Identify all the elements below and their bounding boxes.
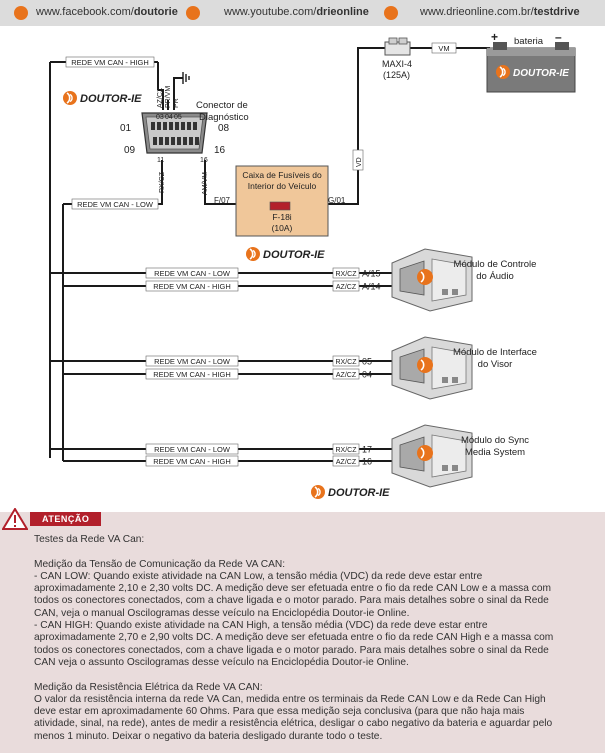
fuse-rating: (10A) xyxy=(272,223,293,233)
module-logo-icon xyxy=(417,269,433,285)
module-high-pin: 16 xyxy=(362,457,372,467)
modules-group: REDE VM CAN - LOW REDE VM CAN - HIGH RX/CZ… xyxy=(145,248,537,488)
connector-title: Conector de xyxy=(196,100,248,111)
module-low-pin: A/15 xyxy=(362,269,381,279)
attention-panel: ATENÇÃO Testes da Rede VA Can: Medição d… xyxy=(0,508,605,753)
website-link[interactable]: www.drieonline.com.br/testdrive xyxy=(420,6,580,18)
facebook-link[interactable]: www.facebook.com/doutorie xyxy=(36,6,178,18)
header-bar: www.facebook.com/doutorie www.youtube.co… xyxy=(0,0,605,26)
maxi-fuse-icon xyxy=(384,37,411,56)
fuse-label: F-18i xyxy=(272,212,291,222)
battery-plus: + xyxy=(491,30,498,44)
pin-05-label: 05 xyxy=(174,114,182,121)
wire-prvm-label: PR/VM xyxy=(165,86,172,108)
wire-vm-label: VM xyxy=(438,44,449,53)
battery-icon xyxy=(486,42,576,93)
wire-rxcz-label: RX/CZ xyxy=(159,171,166,193)
pin-16b-label: 16 xyxy=(200,157,208,164)
module-can-high-label: REDE VM CAN - HIGH xyxy=(153,282,231,291)
svg-text:DOUTOR-IE: DOUTOR-IE xyxy=(263,249,325,261)
wire-amvm-label: AM/VM xyxy=(202,172,209,195)
module-can-low-label: REDE VM CAN - LOW xyxy=(154,445,231,454)
pin-03-label: 03 xyxy=(156,114,164,121)
module-high-wire: AZ/CZ xyxy=(336,284,357,291)
pin-04-label: 04 xyxy=(165,114,173,121)
module-can-low-label: REDE VM CAN - LOW xyxy=(154,357,231,366)
website-icon xyxy=(384,6,398,20)
svg-text:DOUTOR-IE: DOUTOR-IE xyxy=(80,93,142,105)
module-high-pin: A/14 xyxy=(362,282,381,292)
svg-text:DOUTOR-IE: DOUTOR-IE xyxy=(328,487,390,499)
wire-azcz-label: AZ/CZ xyxy=(157,87,164,108)
maxi-fuse-label: MAXI-4 xyxy=(382,59,412,69)
doutor-ie-logo: DOUTOR-IE xyxy=(62,90,142,106)
pin-11-label: 11 xyxy=(157,157,164,164)
diagnostic-connector[interactable] xyxy=(141,112,208,154)
attention-tab: ATENÇÃO xyxy=(30,512,102,526)
can-high-top-label: REDE VM CAN - HIGH xyxy=(71,58,149,67)
doutor-ie-logo-middle: DOUTOR-IE xyxy=(245,246,325,262)
fuse-box[interactable] xyxy=(235,165,329,237)
fuse-box-title: Caixa de Fusíveis do xyxy=(242,170,322,180)
module-logo-icon xyxy=(417,445,433,461)
module-3[interactable]: REDE VM CAN - LOW REDE VM CAN - HIGH RX/CZ… xyxy=(145,424,529,488)
module-name-line2: Media System xyxy=(465,447,525,458)
module-name: Módulo de Controle xyxy=(454,259,537,270)
connector-subtitle: Diagnóstico xyxy=(199,112,249,123)
fuse-box-subtitle: Interior do Veículo xyxy=(248,181,317,191)
module-low-wire: RX/CZ xyxy=(336,359,358,366)
wire-vd-label: VD xyxy=(356,157,363,167)
module-can-low-label: REDE VM CAN - LOW xyxy=(154,269,231,278)
module-low-pin: 05 xyxy=(362,357,372,367)
youtube-icon xyxy=(186,6,200,20)
module-name: Módulo do Sync xyxy=(461,435,529,446)
battery-minus: – xyxy=(555,30,562,44)
module-logo-icon xyxy=(417,357,433,373)
battery-label: bateria xyxy=(514,36,544,47)
can-low-top-label: REDE VM CAN - LOW xyxy=(77,200,154,209)
maxi-fuse-rating: (125A) xyxy=(383,70,410,80)
pin-09-label: 09 xyxy=(124,145,136,156)
youtube-link[interactable]: www.youtube.com/drieonline xyxy=(224,6,369,18)
battery-logo-text: DOUTOR-IE xyxy=(513,68,569,79)
module-2[interactable]: REDE VM CAN - LOW REDE VM CAN - HIGH RX/CZ… xyxy=(145,336,537,400)
doutor-ie-logo-bottom: DOUTOR-IE xyxy=(310,484,390,500)
pin-16-label: 16 xyxy=(214,145,226,156)
pin-08-label: 08 xyxy=(218,123,230,134)
ground-icon xyxy=(182,72,190,84)
module-low-wire: RX/CZ xyxy=(336,271,358,278)
warning-icon xyxy=(2,508,28,530)
module-high-pin: 04 xyxy=(362,370,372,380)
wire-pr-label: PR xyxy=(173,98,180,108)
pin-01-label: 01 xyxy=(120,123,132,134)
wiring-diagram: REDE VM CAN - HIGH REDE VM CAN - LOW 01 … xyxy=(49,30,576,500)
module-high-wire: AZ/CZ xyxy=(336,372,357,379)
attention-text: Testes da Rede VA Can: Medição da Tensão… xyxy=(34,534,554,742)
module-name-line2: do Visor xyxy=(478,359,513,370)
module-name: Módulo de Interface xyxy=(453,347,537,358)
module-name-line2: do Áudio xyxy=(476,271,514,282)
module-can-high-label: REDE VM CAN - HIGH xyxy=(153,370,231,379)
fuse-pin-g01: G/01 xyxy=(328,196,346,205)
module-low-pin: 17 xyxy=(362,445,372,455)
module-low-wire: RX/CZ xyxy=(336,447,358,454)
module-high-wire: AZ/CZ xyxy=(336,459,357,466)
module-can-high-label: REDE VM CAN - HIGH xyxy=(153,457,231,466)
module-1[interactable]: REDE VM CAN - LOW REDE VM CAN - HIGH RX/CZ… xyxy=(145,248,537,312)
fuse-pin-f07: F/07 xyxy=(214,196,231,205)
facebook-icon xyxy=(14,6,28,20)
